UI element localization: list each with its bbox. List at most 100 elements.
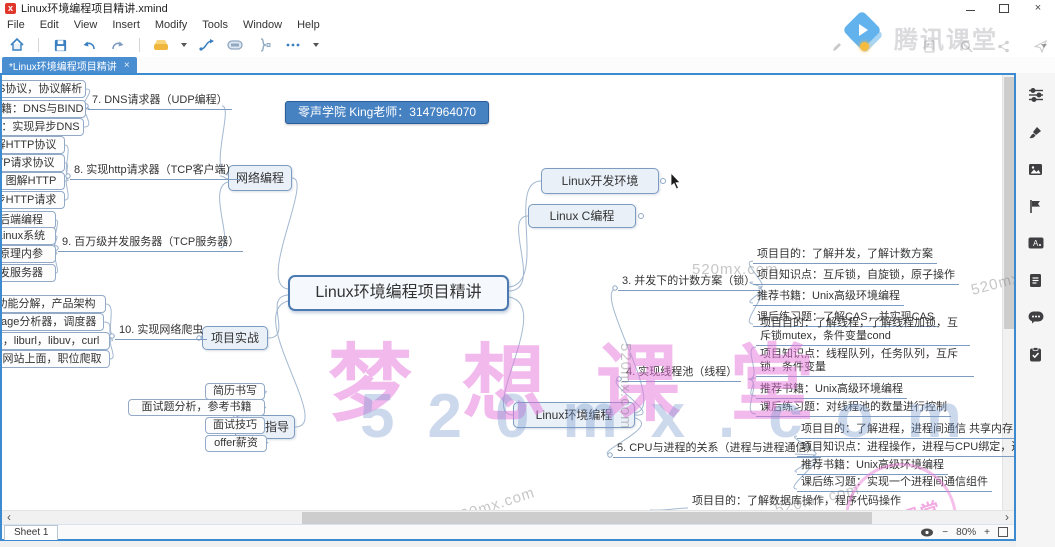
horizontal-scrollbar-thumb[interactable] <box>302 512 872 524</box>
topic-node[interactable]: 课后练习题：实现一个进程间通信组件 <box>797 473 992 492</box>
document-tab[interactable]: *Linux环境编程项目精讲 × <box>2 57 137 73</box>
menu-window[interactable]: Window <box>242 18 283 31</box>
redo-icon[interactable] <box>108 35 128 55</box>
topic-5[interactable]: 5. CPU与进程的关系（进程与进程通信） <box>613 439 822 458</box>
connection-lines <box>53 88 817 510</box>
menu-view[interactable]: View <box>73 18 98 31</box>
horizontal-scrollbar[interactable]: ‹ › <box>2 510 1014 524</box>
presentation-eye-icon[interactable] <box>920 528 934 537</box>
topic-node[interactable]: 简历书写 <box>205 383 265 400</box>
topic-node[interactable]: NS协议，协议解析 <box>2 80 86 98</box>
topic-node[interactable]: 项目目的：了解数据库操作，程序代码操作 <box>688 492 905 510</box>
maximize-button[interactable] <box>987 0 1021 16</box>
topic-node[interactable]: 课后练习题：对线程池的数量进行控制 <box>756 398 951 417</box>
style-brush-icon[interactable] <box>1027 123 1045 141</box>
topic-3[interactable]: 3. 并发下的计数方案（锁） <box>618 272 760 291</box>
task-icon[interactable] <box>1027 345 1045 363</box>
comment-icon[interactable] <box>1027 308 1045 326</box>
topic-node[interactable]: 项目知识点：进程操作，进程与CPU绑定，进 <box>797 438 1014 457</box>
menu-help[interactable]: Help <box>297 18 320 31</box>
xmind-app-icon: x <box>5 2 16 14</box>
topic-7[interactable]: 7. DNS请求器（UDP编程） <box>88 91 232 110</box>
topic-9[interactable]: 9. 百万级并发服务器（TCP服务器） <box>58 233 244 252</box>
document-tab-label: *Linux环境编程项目精讲 <box>9 61 117 73</box>
bottom-bar: Sheet 1 − 80% + <box>2 524 1014 540</box>
topic-4[interactable]: 4. 实现线程池（线程） <box>622 363 742 382</box>
topic-node[interactable]: 项目知识点：线程队列，任务队列，互斥锁，条件变量 <box>756 348 974 377</box>
topic-node[interactable]: 推荐书籍：Unix高级环境编程 <box>753 287 905 306</box>
toolbar-dropdown-icon[interactable] <box>313 43 319 47</box>
menu-edit[interactable]: Edit <box>39 18 59 31</box>
zoom-out-button[interactable]: − <box>942 526 949 538</box>
svg-text:A: A <box>1033 239 1039 248</box>
topic-node[interactable]: 项目目的：了解进程，进程间通信 共享内存， <box>797 420 1014 439</box>
notes-icon[interactable] <box>1027 271 1045 289</box>
branch-project[interactable]: 项目实战 <box>202 326 268 350</box>
topic-node[interactable]: 后端编程 <box>2 211 56 229</box>
topic-node[interactable]: Page分析器，调度器 <box>2 313 104 331</box>
toolbar-separator <box>38 38 39 52</box>
topic-node[interactable]: 步HTTP请求 <box>2 191 65 209</box>
topic-node[interactable]: 面试技巧 <box>205 417 265 434</box>
summary-icon[interactable] <box>254 35 274 55</box>
menu-tools[interactable]: Tools <box>202 18 228 31</box>
boundary-icon[interactable] <box>225 35 245 55</box>
sheet-tab[interactable]: Sheet 1 <box>4 524 59 540</box>
scroll-right-icon[interactable]: › <box>1005 510 1009 524</box>
topic-8[interactable]: 8. 实现http请求器（TCP客户端） <box>70 161 241 180</box>
window-footer <box>0 541 1016 547</box>
fit-window-icon[interactable] <box>998 527 1008 537</box>
topic-node[interactable]: R网站上面，职位爬取 <box>2 350 110 368</box>
menu-insert[interactable]: Insert <box>112 18 140 31</box>
topic-node[interactable]: 2，liburl，libuv，curl <box>2 332 110 350</box>
label-icon[interactable]: A <box>1027 234 1045 252</box>
topic-node[interactable]: 解HTTP协议 <box>2 136 65 154</box>
topic-node[interactable]: TP请求协议 <box>2 154 65 172</box>
save-icon[interactable] <box>50 35 70 55</box>
topic-node[interactable]: 面试题分析，参考书籍 <box>128 399 265 416</box>
tab-close-icon[interactable]: × <box>123 59 130 71</box>
topic-node[interactable]: 题：实现异步DNS <box>2 118 84 136</box>
close-button[interactable]: × <box>1034 2 1042 14</box>
undo-icon[interactable] <box>79 35 99 55</box>
toolbar-separator <box>139 38 140 52</box>
topic-node[interactable]: 书籍：DNS与BIND <box>2 100 86 118</box>
document-tab-bar: *Linux环境编程项目精讲 × <box>0 57 1055 73</box>
topic-node[interactable]: 项目目的：了解并发，了解计数方案 <box>753 245 937 264</box>
callout-teacher[interactable]: 零声学院 King老师：3147964070 <box>285 101 489 124</box>
topic-node[interactable]: 功能分解，产品架构 <box>2 295 106 313</box>
relationship-icon[interactable] <box>196 35 216 55</box>
image-icon[interactable] <box>1027 160 1045 178</box>
home-icon[interactable] <box>7 35 27 55</box>
topic-node[interactable]: 发服务器 <box>2 264 56 282</box>
topic-node[interactable]: ：图解HTTP <box>2 172 65 190</box>
topic-node[interactable]: 项目知识点：互斥锁，自旋锁，原子操作 <box>753 266 959 285</box>
marker-icon[interactable] <box>151 35 171 55</box>
format-panel-icon[interactable] <box>1027 86 1045 104</box>
branch-devenv[interactable]: Linux开发环境 <box>541 168 659 194</box>
topic-node[interactable]: 原理内参 <box>2 245 56 263</box>
vertical-scrollbar[interactable] <box>1002 75 1014 510</box>
topic-node[interactable]: Linux系统 <box>2 227 56 245</box>
scroll-left-icon[interactable]: ‹ <box>7 510 11 524</box>
branch-envprog[interactable]: Linux环境编程 <box>513 402 635 428</box>
menu-modify[interactable]: Modify <box>154 18 188 31</box>
topic-node[interactable]: 课后练习题：了解CAS，并实现CAS <box>753 308 939 327</box>
branch-cprog[interactable]: Linux C编程 <box>528 204 636 228</box>
vertical-scrollbar-thumb[interactable] <box>1004 77 1014 329</box>
minimize-button[interactable] <box>953 0 987 16</box>
topic-10[interactable]: 10. 实现网络爬虫 <box>115 321 208 340</box>
marker-flag-icon[interactable] <box>1027 197 1045 215</box>
central-topic[interactable]: Linux环境编程项目精讲 <box>288 275 509 311</box>
menu-file[interactable]: File <box>7 18 25 31</box>
topic-node[interactable]: 项目目的：了解线程，了解线程加锁，互斥锁mutex，条件变量cond <box>756 317 970 346</box>
topic-node[interactable]: 推荐书籍：Unix高级环境编程 <box>756 380 908 399</box>
more-icon[interactable] <box>283 35 303 55</box>
marker-dropdown-icon[interactable] <box>181 43 187 47</box>
topic-node[interactable]: offer薪资 <box>205 435 267 452</box>
zoom-in-button[interactable]: + <box>984 526 990 538</box>
branch-network[interactable]: 网络编程 <box>228 165 292 191</box>
